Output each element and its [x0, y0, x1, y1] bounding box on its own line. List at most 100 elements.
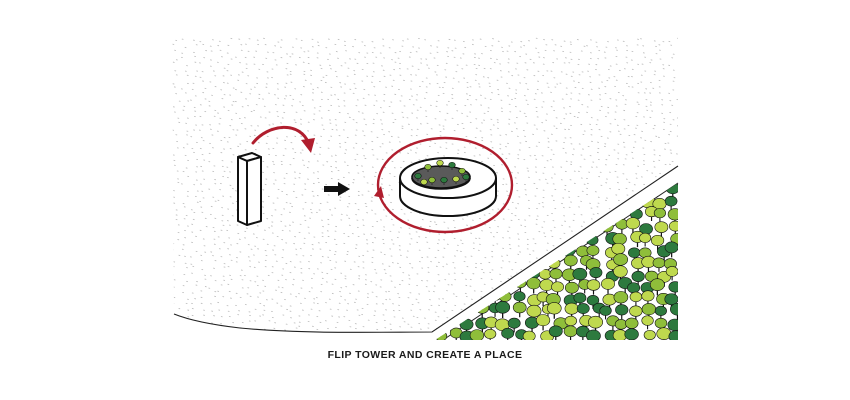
tree-icon — [498, 243, 514, 261]
tree-icon — [497, 229, 511, 245]
tree-icon — [448, 293, 463, 310]
tree-icon — [564, 198, 579, 215]
tree-icon — [435, 291, 448, 309]
tree-icon — [461, 243, 477, 261]
tree-icon — [599, 305, 612, 320]
tree-icon — [526, 277, 541, 294]
tree-icon — [641, 290, 655, 306]
tree-icon — [563, 325, 578, 340]
tree-icon — [551, 281, 564, 296]
tree-icon — [436, 221, 451, 239]
tree-icon — [537, 242, 552, 260]
tree-icon — [668, 330, 678, 340]
tree-icon — [414, 172, 422, 181]
tree-icon — [668, 220, 678, 236]
tree-icon — [654, 221, 669, 237]
tree-icon — [457, 279, 471, 295]
tree-icon — [579, 195, 592, 209]
tree-icon — [435, 305, 444, 321]
tree-icon — [576, 205, 591, 222]
tree-icon — [524, 222, 538, 238]
tree-icon — [513, 291, 526, 305]
tree-icon — [565, 186, 580, 203]
tree-icon — [624, 185, 638, 202]
tree-icon — [546, 198, 561, 215]
tree-icon — [629, 305, 643, 321]
tree-icon — [457, 270, 472, 286]
tree-icon — [535, 184, 549, 200]
tree-icon — [513, 183, 527, 198]
tree-icon — [436, 159, 444, 168]
tree-icon — [601, 278, 615, 294]
tree-icon — [553, 219, 568, 235]
tree-icon — [591, 183, 605, 197]
tree-icon — [514, 277, 527, 292]
tree-icon — [462, 173, 470, 182]
tree-icon — [443, 234, 457, 251]
tree-icon — [664, 195, 678, 211]
tree-icon — [428, 176, 436, 185]
tree-icon — [615, 196, 630, 213]
tree-icon — [501, 327, 515, 340]
tree-icon — [475, 302, 490, 318]
tree-icon — [548, 325, 563, 340]
tree-icon — [488, 232, 503, 249]
tree-icon — [435, 331, 448, 340]
tree-icon — [654, 317, 668, 333]
tree-icon — [456, 256, 471, 273]
tree-icon — [540, 208, 554, 224]
tree-icon — [615, 304, 629, 320]
tree-icon — [586, 245, 600, 260]
tree-icon — [470, 282, 483, 297]
tree-icon — [507, 317, 521, 333]
curved-arrow-icon — [251, 125, 315, 153]
tree-icon — [631, 270, 645, 286]
tree-icon — [495, 301, 511, 318]
tree-icon — [563, 210, 578, 227]
tree-icon — [448, 219, 464, 237]
tree-icon — [442, 301, 457, 318]
tree-icon — [650, 183, 664, 197]
tree-icon — [573, 221, 589, 239]
tree-icon — [665, 266, 678, 281]
rotation-circle-icon — [374, 136, 514, 234]
tree-icon — [458, 167, 466, 176]
tree-icon — [473, 242, 488, 259]
tree-icon — [435, 314, 443, 330]
tree-icon — [613, 265, 628, 282]
tree-icon — [643, 329, 656, 340]
right-arrow-icon — [324, 182, 350, 196]
tree-icon — [444, 268, 459, 285]
tree-icon — [513, 234, 527, 250]
tree-icon — [455, 218, 471, 236]
ring-building-icon — [399, 157, 497, 217]
tree-icon — [573, 292, 587, 307]
tree-icon — [551, 211, 565, 227]
tree-icon — [459, 305, 473, 321]
tree-icon — [495, 268, 511, 285]
tree-icon — [510, 194, 525, 211]
tree-icon — [508, 206, 524, 223]
tree-icon — [459, 230, 473, 247]
tree-icon — [523, 195, 538, 213]
tree-icon — [589, 208, 604, 225]
tree-icon — [474, 234, 489, 252]
tree-icon — [625, 217, 641, 234]
tree-icon — [624, 328, 639, 340]
tree-icon — [629, 291, 643, 306]
tree-icon — [535, 314, 551, 331]
ground-edge-line — [173, 165, 679, 333]
tree-icon — [641, 315, 654, 330]
tree-icon — [586, 279, 601, 295]
tree-icon — [612, 329, 628, 340]
tree-icon — [447, 257, 462, 274]
tree-icon — [641, 255, 656, 273]
tree-icon — [588, 315, 604, 333]
tree-icon — [654, 305, 667, 320]
tree-icon — [494, 254, 508, 270]
tree-icon — [656, 327, 672, 340]
tree-icon — [639, 232, 652, 247]
tree-icon — [440, 176, 448, 185]
